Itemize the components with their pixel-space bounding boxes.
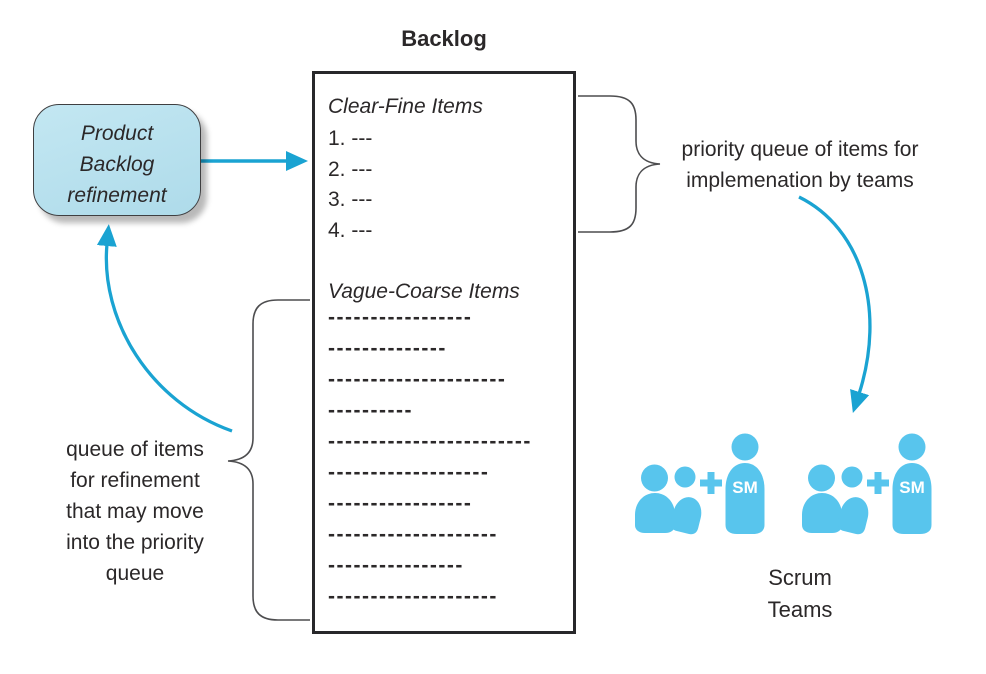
priority-queue-brace [578, 95, 661, 233]
vague-item-line: ---------- [328, 399, 413, 422]
clear-fine-heading: Clear-Fine Items [328, 95, 483, 118]
vague-item-line: ----------------- [328, 492, 473, 515]
vague-item-line: ---------------- [328, 554, 464, 577]
vague-item-line: -------------------- [328, 523, 498, 546]
callout-line: queue of items [66, 438, 204, 461]
priority-to-teams-arrow [798, 195, 872, 414]
sm-badge: SM [899, 478, 925, 497]
scrum-teams-label-line: Scrum [768, 565, 832, 590]
callout-line: for refinement [70, 469, 200, 492]
clear-fine-items: 1. --- 2. --- 3. --- 4. --- [328, 124, 372, 246]
scrum-master-icon [892, 433, 932, 534]
refinement-label-line: refinement [67, 184, 167, 207]
scrum-teams-label-line: Teams [767, 596, 833, 622]
refinement-queue-callout: queue of items for refinement that may m… [18, 434, 252, 589]
backlog-box: Clear-Fine Items 1. --- 2. --- 3. --- 4.… [312, 71, 576, 634]
vague-item-line: --------------------- [328, 368, 507, 391]
plus-icon [700, 472, 722, 494]
vague-item-line: -------------- [328, 337, 447, 360]
vague-coarse-heading: Vague-Coarse Items [328, 280, 520, 303]
priority-queue-callout: priority queue of items for implemenatio… [653, 134, 947, 196]
sm-badge: SM [732, 478, 758, 497]
queue-to-refinement-arrow [96, 224, 233, 433]
scrum-teams-label: Scrum Teams [700, 562, 900, 625]
callout-line: that may move [66, 500, 204, 523]
scrum-master-icon [725, 433, 765, 534]
backlog-title: Backlog [401, 26, 487, 51]
scrum-team-icon: SM [635, 427, 765, 537]
callout-line: queue [105, 562, 165, 585]
clear-fine-item: 3. --- [328, 188, 373, 211]
plus-icon [867, 472, 889, 494]
team-members-icon [802, 464, 869, 535]
vague-item-line: -------------------- [328, 585, 498, 608]
product-backlog-refinement-box: Product Backlog refinement [33, 104, 201, 216]
vague-item-line: ------------------------ [328, 430, 532, 453]
refinement-label-line: Backlog [79, 153, 155, 176]
vague-item-line: ----------------- [328, 306, 473, 329]
refinement-queue-brace [227, 299, 310, 621]
vague-coarse-items: ----------------- -------------- -------… [328, 302, 532, 612]
callout-line: priority queue of items for [681, 138, 919, 161]
callout-line: implemenation by teams [686, 169, 914, 192]
team-members-icon [635, 464, 702, 535]
clear-fine-item: 4. --- [328, 218, 373, 242]
refinement-label-line: Product [80, 122, 154, 145]
callout-line: into the priority [66, 531, 204, 554]
vague-item-line: ------------------- [328, 461, 490, 484]
clear-fine-item: 2. --- [328, 157, 373, 181]
clear-fine-item: 1. --- [328, 127, 373, 150]
scrum-team-icon: SM [802, 427, 932, 537]
